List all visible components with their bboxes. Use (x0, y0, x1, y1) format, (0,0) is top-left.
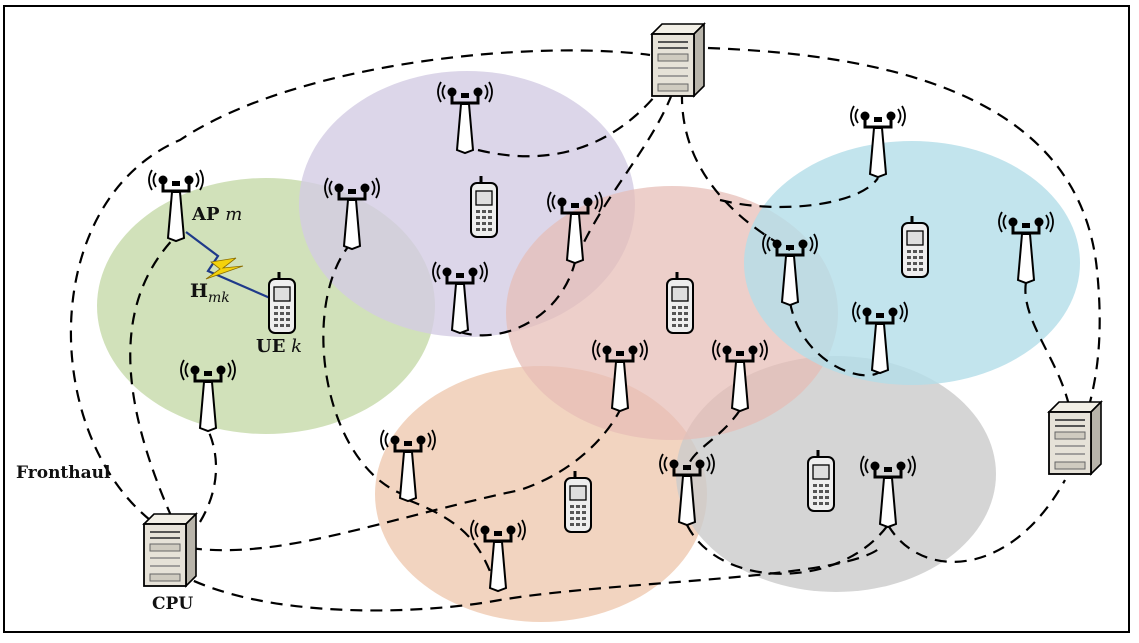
mobile-phone-icon (806, 448, 836, 513)
fronthaul-label: Fronthaul (16, 463, 111, 483)
fronthaul-right-server (887, 479, 1066, 563)
cpu-label: CPU (152, 594, 194, 614)
channel-label: Hmk (190, 280, 230, 306)
ap-index: m (225, 204, 243, 225)
figure-border (3, 5, 1130, 633)
fronthaul-blue-right (1024, 281, 1072, 411)
mobile-phone-icon (267, 270, 297, 335)
mobile-phone-icon (665, 270, 695, 335)
fronthaul-ap1-server (477, 89, 661, 158)
server-icon (143, 513, 197, 587)
ap-label: AP (192, 204, 220, 225)
ue-index: k (291, 336, 303, 357)
server-icon (1048, 401, 1102, 475)
fronthaul-purple-chain (322, 241, 403, 496)
mobile-phone-icon (900, 214, 930, 279)
ue-k-label: UE k (256, 336, 302, 357)
fronthaul-pink-gray (685, 409, 741, 471)
fronthaul-outer-top-left (69, 49, 651, 521)
fronthaul-ap4-ap3 (459, 261, 577, 337)
fronthaul-server-ap3 (573, 93, 674, 263)
lightning-icon (205, 257, 244, 280)
fronthaul-outer-bottom (175, 547, 881, 612)
ap-m-label: AP m (192, 204, 242, 225)
fronthaul-cpu-to-orange (189, 409, 621, 552)
server-icon (651, 23, 705, 97)
fronthaul-links (69, 46, 1101, 612)
fronthaul-blue-top (719, 177, 879, 209)
fronthaul-server-blue (680, 91, 791, 251)
channel-subscript: mk (207, 289, 230, 306)
fronthaul-cpu-ap-green2 (199, 429, 218, 523)
mobile-phone-icon (469, 174, 499, 239)
ue-label: UE (256, 336, 286, 357)
wireless-link (185, 231, 271, 300)
coverage-clusters (97, 71, 1080, 622)
mobile-phone-icon (563, 469, 593, 534)
fronthaul-gray-chain (686, 524, 889, 575)
fronthaul-cpu-ap-green (129, 231, 181, 519)
fronthaul-orange-bottom (407, 498, 497, 586)
fronthaul-outer-top-right (707, 46, 1101, 411)
channel-symbol: H (190, 280, 208, 302)
